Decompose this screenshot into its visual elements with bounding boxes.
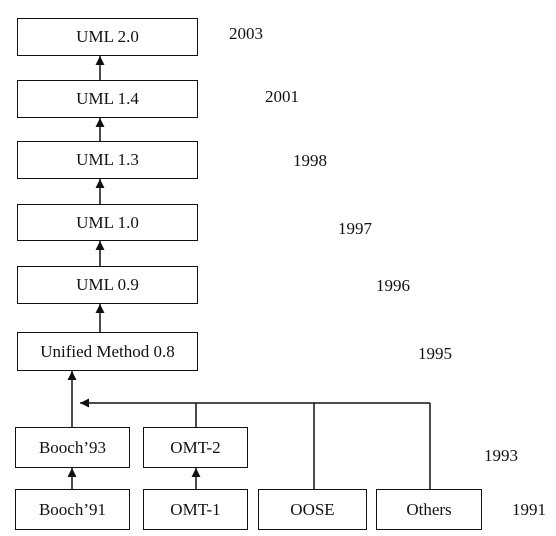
year-uml-1-4: 2001 (265, 87, 299, 106)
box-uml-2-0: UML 2.0 (17, 18, 198, 56)
box-unified-method-0-8-label: Unified Method 0.8 (40, 341, 175, 361)
box-unified-method-0-8: Unified Method 0.8 (17, 332, 198, 371)
year-uml-0-9: 1996 (376, 276, 410, 295)
box-booch-93: Booch’93 (15, 427, 130, 468)
year-unified-method-0-8: 1995 (418, 344, 452, 363)
box-uml-1-0: UML 1.0 (17, 204, 198, 241)
year-uml-2-0: 2003 (229, 24, 263, 43)
box-booch-91: Booch’91 (15, 489, 130, 530)
box-omt-2-label: OMT-2 (170, 437, 221, 457)
box-booch-93-label: Booch’93 (38, 437, 107, 457)
box-uml-0-9: UML 0.9 (17, 266, 198, 304)
year-uml-1-0: 1997 (338, 219, 372, 238)
box-uml-1-4-label: UML 1.4 (76, 89, 139, 108)
box-uml-2-0-label: UML 2.0 (76, 27, 139, 46)
year-1993: 1993 (484, 446, 518, 465)
box-uml-1-3-label: UML 1.3 (76, 150, 139, 169)
box-uml-1-3: UML 1.3 (17, 141, 198, 179)
year-1991: 1991 (512, 500, 546, 519)
box-oose-label: OOSE (290, 499, 335, 519)
year-uml-1-3: 1998 (293, 151, 327, 170)
box-others-label: Others (406, 499, 452, 519)
box-others: Others (376, 489, 482, 530)
box-omt-1: OMT-1 (143, 489, 248, 530)
box-booch-91-label: Booch’91 (38, 499, 107, 519)
box-omt-1-label: OMT-1 (170, 499, 221, 519)
box-uml-0-9-label: UML 0.9 (76, 275, 139, 294)
box-omt-2: OMT-2 (143, 427, 248, 468)
box-oose: OOSE (258, 489, 367, 530)
box-uml-1-4: UML 1.4 (17, 80, 198, 118)
box-uml-1-0-label: UML 1.0 (76, 212, 139, 232)
